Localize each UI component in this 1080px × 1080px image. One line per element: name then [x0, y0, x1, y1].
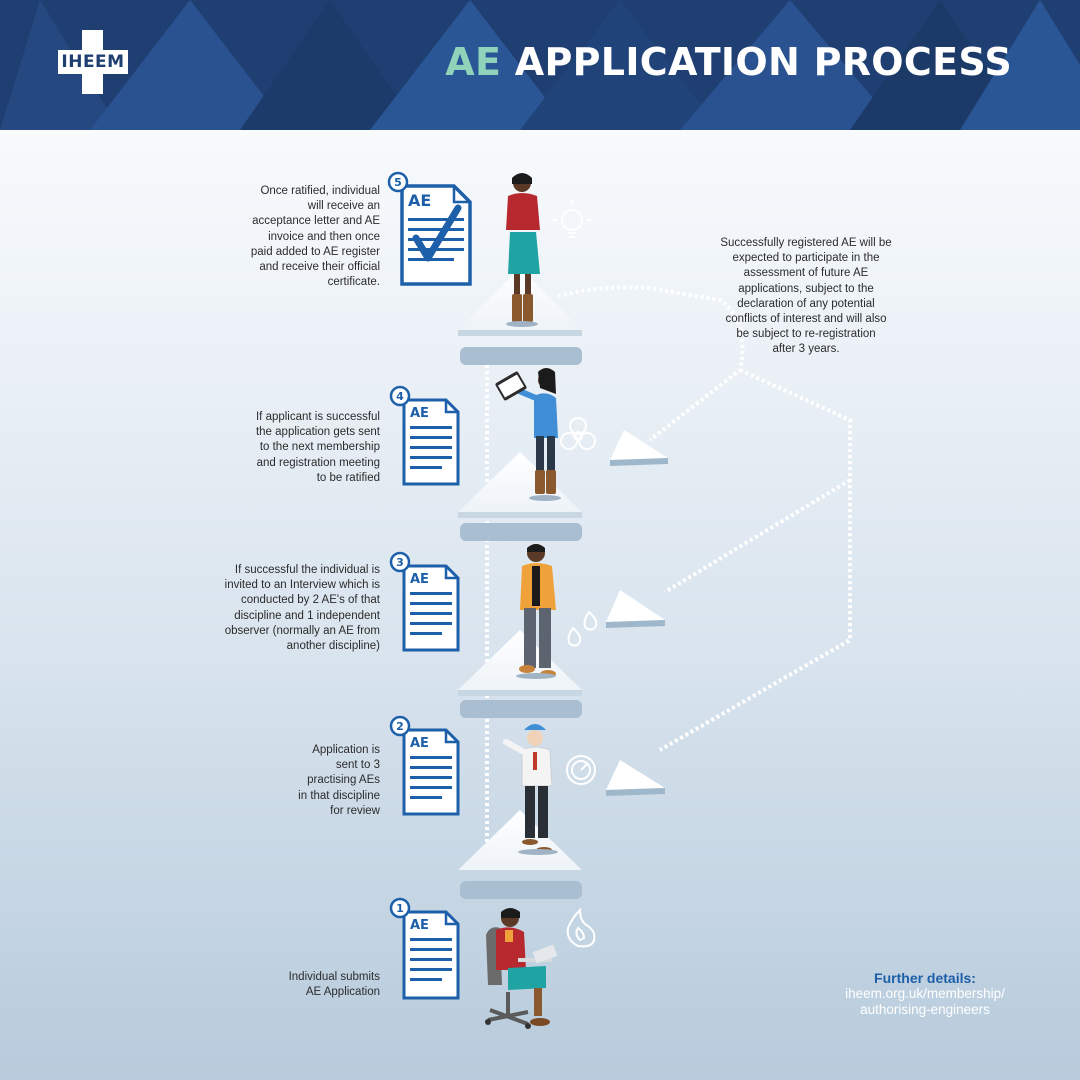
platform-4	[458, 452, 582, 541]
loop-path-mid	[663, 478, 852, 594]
person-step4-figure	[495, 368, 561, 501]
loop-path-outer	[658, 368, 852, 752]
step-5-document-icon: AE 5	[387, 171, 472, 286]
page-title: AE APPLICATION PROCESS	[445, 40, 1012, 84]
title-rest: APPLICATION PROCESS	[501, 40, 1012, 84]
person-step3-figure	[516, 544, 556, 679]
lightbulb-icon	[553, 200, 591, 238]
step-4-document-icon: AE 4	[389, 385, 460, 486]
step-3-description: If successful the individual is invited …	[224, 564, 380, 653]
step-2-number-badge	[389, 715, 411, 737]
step-1-description: Individual submits AE Application	[288, 971, 380, 999]
step-2-description: Application is sent to 3 practising AEs …	[298, 744, 380, 817]
arrowhead-step3	[606, 590, 665, 628]
step-4-description: If applicant is successful the applicati…	[255, 411, 380, 484]
fire-icon	[566, 907, 596, 948]
step-3-document-icon: AE 3	[389, 551, 460, 652]
arrowhead-step4	[610, 430, 668, 466]
platform-3	[458, 630, 582, 718]
step-3-number: 3	[396, 556, 404, 569]
header-triangle-pattern	[0, 0, 1080, 130]
step-1-document-label: AE	[410, 918, 429, 933]
step-1-number: 1	[396, 902, 404, 915]
further-details-title: Further details:	[874, 970, 976, 986]
logo-text: IHEEM	[61, 52, 125, 72]
step-2-number: 2	[396, 720, 404, 733]
step-3-document-label: AE	[410, 572, 429, 587]
step-2-document-icon: AE 2	[389, 715, 460, 816]
person-step2-figure	[503, 724, 558, 855]
step-2-document-label: AE	[410, 736, 429, 751]
step-3-number-badge	[389, 551, 411, 573]
step-4-number-badge	[389, 385, 411, 407]
platform-2	[458, 810, 582, 899]
step-4-document-label: AE	[410, 406, 429, 421]
arrowhead-step2	[606, 760, 665, 796]
step-4-number: 4	[396, 390, 404, 403]
iheem-logo: IHEEM	[58, 30, 128, 96]
loop-path-top	[557, 285, 745, 442]
re-registration-note: Successfully registered AE will be expec…	[720, 237, 892, 356]
biohazard-icon	[560, 417, 596, 450]
further-details-link[interactable]: iheem.org.uk/membership/ authorising-eng…	[845, 986, 1005, 1017]
step-5-description: Once ratified, individual will receive a…	[250, 185, 380, 289]
further-details: Further details: iheem.org.uk/membership…	[800, 970, 1050, 1018]
step-5-number: 5	[394, 176, 402, 189]
step-5-document-label: AE	[408, 191, 431, 210]
water-drops-icon	[567, 610, 598, 647]
gauge-icon	[566, 755, 596, 785]
person-step1-figure	[485, 908, 558, 1029]
header-banner: IHEEM AE APPLICATION PROCESS	[0, 0, 1080, 130]
title-accent: AE	[445, 40, 502, 84]
step-1-document-icon: AE 1	[389, 897, 460, 1000]
step-5-number-badge	[387, 171, 409, 193]
step-1-number-badge	[389, 897, 411, 919]
person-step5-figure	[506, 173, 540, 327]
